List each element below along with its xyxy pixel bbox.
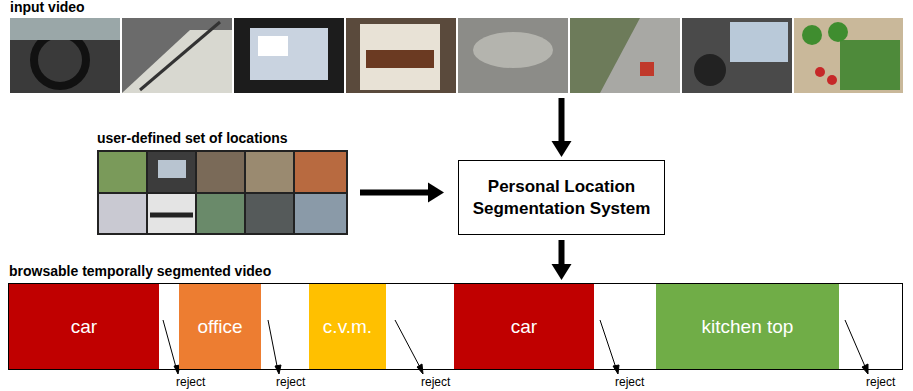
- location-segment: car: [454, 284, 594, 369]
- location-segment: office: [179, 284, 261, 369]
- video-frames: [10, 18, 903, 93]
- section-heading: user-defined set of locations: [97, 130, 288, 147]
- section-heading: browsable temporally segmented video: [9, 263, 271, 280]
- box-label: Personal Location Segmentation System: [469, 176, 654, 220]
- reject-label: reject: [176, 375, 205, 389]
- image-strip: user-defined set of locations: [97, 150, 348, 235]
- segment-label: office: [197, 316, 242, 338]
- reject-label: reject: [421, 375, 450, 389]
- location-segment: c.v.m.: [309, 284, 386, 369]
- reject-label: reject: [866, 375, 895, 389]
- segment-label: kitchen top: [702, 316, 794, 338]
- location-thumbnails: [97, 150, 348, 235]
- image-strip: input video: [10, 18, 903, 93]
- location-segment: car: [9, 284, 159, 369]
- segment-label: car: [511, 316, 537, 338]
- location-segment: kitchen top: [656, 284, 839, 369]
- process-box: Personal Location Segmentation System: [458, 160, 665, 235]
- reject-label: reject: [615, 375, 644, 389]
- timeline-bar: browsable temporally segmented videocaro…: [8, 283, 903, 370]
- flow-arrow: [360, 183, 444, 203]
- section-heading: input video: [10, 0, 85, 16]
- flow-arrow: [552, 98, 572, 157]
- reject-label: reject: [276, 375, 305, 389]
- segment-label: car: [71, 316, 97, 338]
- flow-arrow: [552, 240, 572, 280]
- segment-label: c.v.m.: [323, 316, 372, 338]
